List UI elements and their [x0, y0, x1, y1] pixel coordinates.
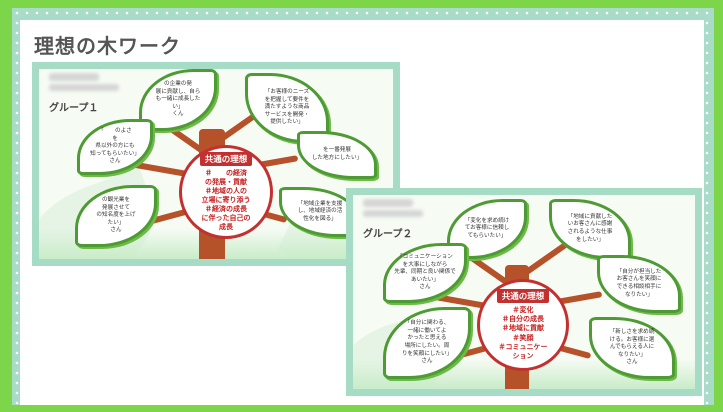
leaf-text: 「変化を求め続け てお客様に信頼し てもらいたい」 — [464, 217, 510, 239]
leaf-text: 「地域に貢献した いお客さんに感謝 されるような仕事 をしたい」 — [567, 213, 613, 243]
leaf-text: を一番発展 した地方にしたい」 — [311, 147, 363, 161]
group2-panel: グループ２ 「変化を求め続け てお客様に信頼し てもらいたい」 「地域に貢献した… — [346, 188, 702, 396]
common-ideal-body: ＃ の経済 の発展・貢献 ＃地域の人の 立場に寄り添う ＃経済の成長 に伴った自… — [201, 168, 251, 232]
leaf-text: 「コミュニケーション を大事にしながら 先輩、同期と良い関係で あいたい」 さん — [394, 254, 456, 291]
leaf-text: の企業の発 展に貢献し、自ら も一緒に成長した い」 くん — [155, 81, 201, 118]
leaf-text: 「自分が担当した お客さんを笑顔に できる相談相手に なりたい」 — [616, 268, 662, 298]
ideal-leaf: を一番発展 した地方にしたい」 — [297, 131, 377, 179]
blurred-name — [363, 199, 413, 207]
blurred-name — [49, 84, 119, 91]
leaf-text: 「自分に関わる、 一緒に働いてよ かったと思える 場所にしたい。周 りを笑顔にし… — [401, 320, 453, 365]
blurred-name — [49, 73, 99, 81]
leaf-text: 「お客様のニーズ を把握して要件を 満たすような商品 サービスを開発・ 提供した… — [264, 89, 310, 126]
common-ideal-title: 共通の理想 — [199, 151, 253, 166]
group-label: グループ２ — [363, 229, 413, 240]
group-label: グループ１ — [49, 103, 99, 114]
group1-panel: グループ１ の企業の発 展に貢献し、自ら も一緒に成長した い」 くん 「お客様… — [32, 62, 400, 266]
leaf-text: の観光業を 発展させて の知名度を上げ たい」 さん — [96, 197, 136, 234]
blurred-name — [363, 210, 423, 217]
common-ideal-circle: 共通の理想 ＃変化 ＃自分の成長 ＃地域に貢献 ＃笑顔 ＃コミュニケー ション — [477, 279, 569, 371]
leaf-text: 「地域企業を支援 し、地域経済の活 性化を図る」 — [297, 200, 343, 222]
ideal-leaf: 「コミュニケーション を大事にしながら 先輩、同期と良い関係で あいたい」 さん — [383, 243, 467, 303]
leaf-text: 「 のよさ を 県以外の方にも 知ってもらいたい」 さん — [90, 128, 140, 165]
common-ideal-title: 共通の理想 — [496, 289, 550, 304]
leaf-text: 「新しさを求め続 ける。お客様に選 んでもらえる人に なりたい」 さん — [609, 329, 655, 366]
page-title: 理想の木ワーク — [34, 34, 181, 58]
common-ideal-circle: 共通の理想 ＃ の経済 の発展・貢献 ＃地域の人の 立場に寄り添う ＃経済の成長… — [179, 145, 273, 239]
common-ideal-body: ＃変化 ＃自分の成長 ＃地域に貢献 ＃笑顔 ＃コミュニケー ション — [498, 306, 548, 360]
ideal-leaf: 「自分が担当した お客さんを笑顔に できる相談相手に なりたい」 — [597, 255, 681, 313]
